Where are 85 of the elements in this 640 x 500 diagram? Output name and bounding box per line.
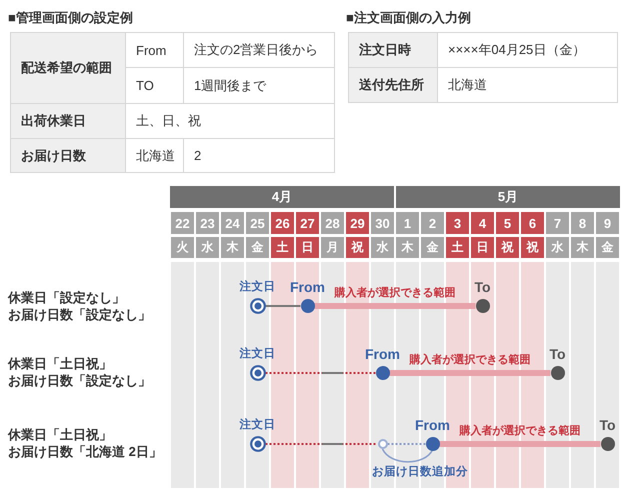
hollow-circle bbox=[378, 439, 388, 449]
marker-label: From bbox=[365, 346, 400, 362]
weekday-cell: 水 bbox=[546, 237, 569, 258]
day-cell: 25 bbox=[246, 212, 269, 234]
day-cell: 24 bbox=[221, 212, 244, 234]
target-circle bbox=[250, 436, 266, 452]
row-label: 休業日「設定なし」 bbox=[8, 289, 125, 307]
marker-label: To bbox=[474, 279, 491, 295]
day-cell: 29 bbox=[346, 212, 369, 234]
marker-label: To bbox=[599, 417, 616, 433]
connector-line bbox=[390, 370, 550, 376]
header-cell: 配送希望の範囲 bbox=[10, 32, 126, 104]
weekday-cell: 金 bbox=[246, 237, 269, 258]
table-cell: 注文の2営業日後から bbox=[183, 32, 335, 68]
dot bbox=[376, 366, 390, 380]
table-cell: 北海道 bbox=[437, 67, 618, 103]
dot bbox=[300, 299, 314, 313]
connector-line bbox=[388, 443, 426, 445]
weekday-cell: 日 bbox=[471, 237, 494, 258]
row-label: お届け日数「設定なし」 bbox=[8, 306, 151, 324]
day-cell: 4 bbox=[471, 212, 494, 234]
connector-line bbox=[266, 305, 300, 307]
header-cell: 送付先住所 bbox=[348, 67, 438, 103]
row-label: 休業日「土日祝」 bbox=[8, 426, 112, 444]
weekday-cell: 祝 bbox=[346, 237, 369, 258]
marker-label: From bbox=[290, 279, 325, 295]
weekday-cell: 月 bbox=[321, 237, 344, 258]
day-cell: 3 bbox=[446, 212, 469, 234]
row-label: お届け日数「北海道 2日」 bbox=[8, 443, 162, 461]
day-cell: 30 bbox=[371, 212, 394, 234]
header-cell: 出荷休業日 bbox=[10, 103, 126, 139]
header-cell: 注文日時 bbox=[348, 32, 438, 68]
marker-label: 注文日 bbox=[240, 417, 276, 432]
day-cell: 5 bbox=[496, 212, 519, 234]
target-circle bbox=[250, 298, 266, 314]
heading: ■注文画面側の入力例 bbox=[346, 9, 471, 27]
edge-label: 購入者が選択できる範囲 bbox=[334, 286, 456, 300]
dot bbox=[426, 437, 440, 451]
header-cell: お届け日数 bbox=[10, 138, 126, 173]
row-label: お届け日数「設定なし」 bbox=[8, 372, 151, 390]
weekday-cell: 土 bbox=[271, 237, 294, 258]
day-cell: 23 bbox=[196, 212, 219, 234]
weekday-cell: 金 bbox=[596, 237, 619, 258]
edge-label: 購入者が選択できる範囲 bbox=[460, 424, 580, 438]
day-cell: 28 bbox=[321, 212, 344, 234]
weekday-cell: 水 bbox=[371, 237, 394, 258]
day-cell: 8 bbox=[571, 212, 594, 234]
day-cell: 9 bbox=[596, 212, 619, 234]
weekday-cell: 日 bbox=[296, 237, 319, 258]
day-cell: 26 bbox=[271, 212, 294, 234]
marker-label: To bbox=[549, 346, 566, 362]
heading: ■管理画面側の設定例 bbox=[8, 9, 133, 27]
table-cell: ××××年04月25日（金） bbox=[437, 32, 618, 68]
connector-line bbox=[266, 372, 376, 374]
day-cell: 2 bbox=[421, 212, 444, 234]
weekday-cell: 祝 bbox=[521, 237, 544, 258]
bracket-label: お届け日数追加分 bbox=[372, 464, 468, 479]
day-cell: 22 bbox=[171, 212, 194, 234]
edge-label: 購入者が選択できる範囲 bbox=[410, 352, 530, 367]
marker-label: From bbox=[415, 417, 450, 433]
row-label: 休業日「土日祝」 bbox=[8, 355, 112, 373]
weekday-cell: 祝 bbox=[496, 237, 519, 258]
day-cell: 27 bbox=[296, 212, 319, 234]
day-cell: 1 bbox=[396, 212, 419, 234]
weekday-cell: 木 bbox=[221, 237, 244, 258]
weekday-cell: 土 bbox=[446, 237, 469, 258]
target-circle bbox=[250, 365, 266, 381]
dot bbox=[476, 299, 490, 313]
dot bbox=[550, 366, 564, 380]
month-header: 4月 bbox=[170, 186, 394, 208]
marker-label: 注文日 bbox=[240, 346, 276, 361]
weekday-cell: 火 bbox=[171, 237, 194, 258]
connector-line bbox=[314, 303, 476, 309]
weekday-cell: 水 bbox=[196, 237, 219, 258]
marker-label: 注文日 bbox=[240, 279, 276, 294]
day-cell: 6 bbox=[521, 212, 544, 234]
weekday-cell: 木 bbox=[396, 237, 419, 258]
day-cell: 7 bbox=[546, 212, 569, 234]
month-header: 5月 bbox=[396, 186, 620, 208]
table-cell: 2 bbox=[183, 138, 335, 173]
connector-line bbox=[440, 441, 600, 447]
weekday-cell: 木 bbox=[571, 237, 594, 258]
connector-line bbox=[266, 443, 378, 445]
weekday-cell: 金 bbox=[421, 237, 444, 258]
dot bbox=[600, 437, 614, 451]
